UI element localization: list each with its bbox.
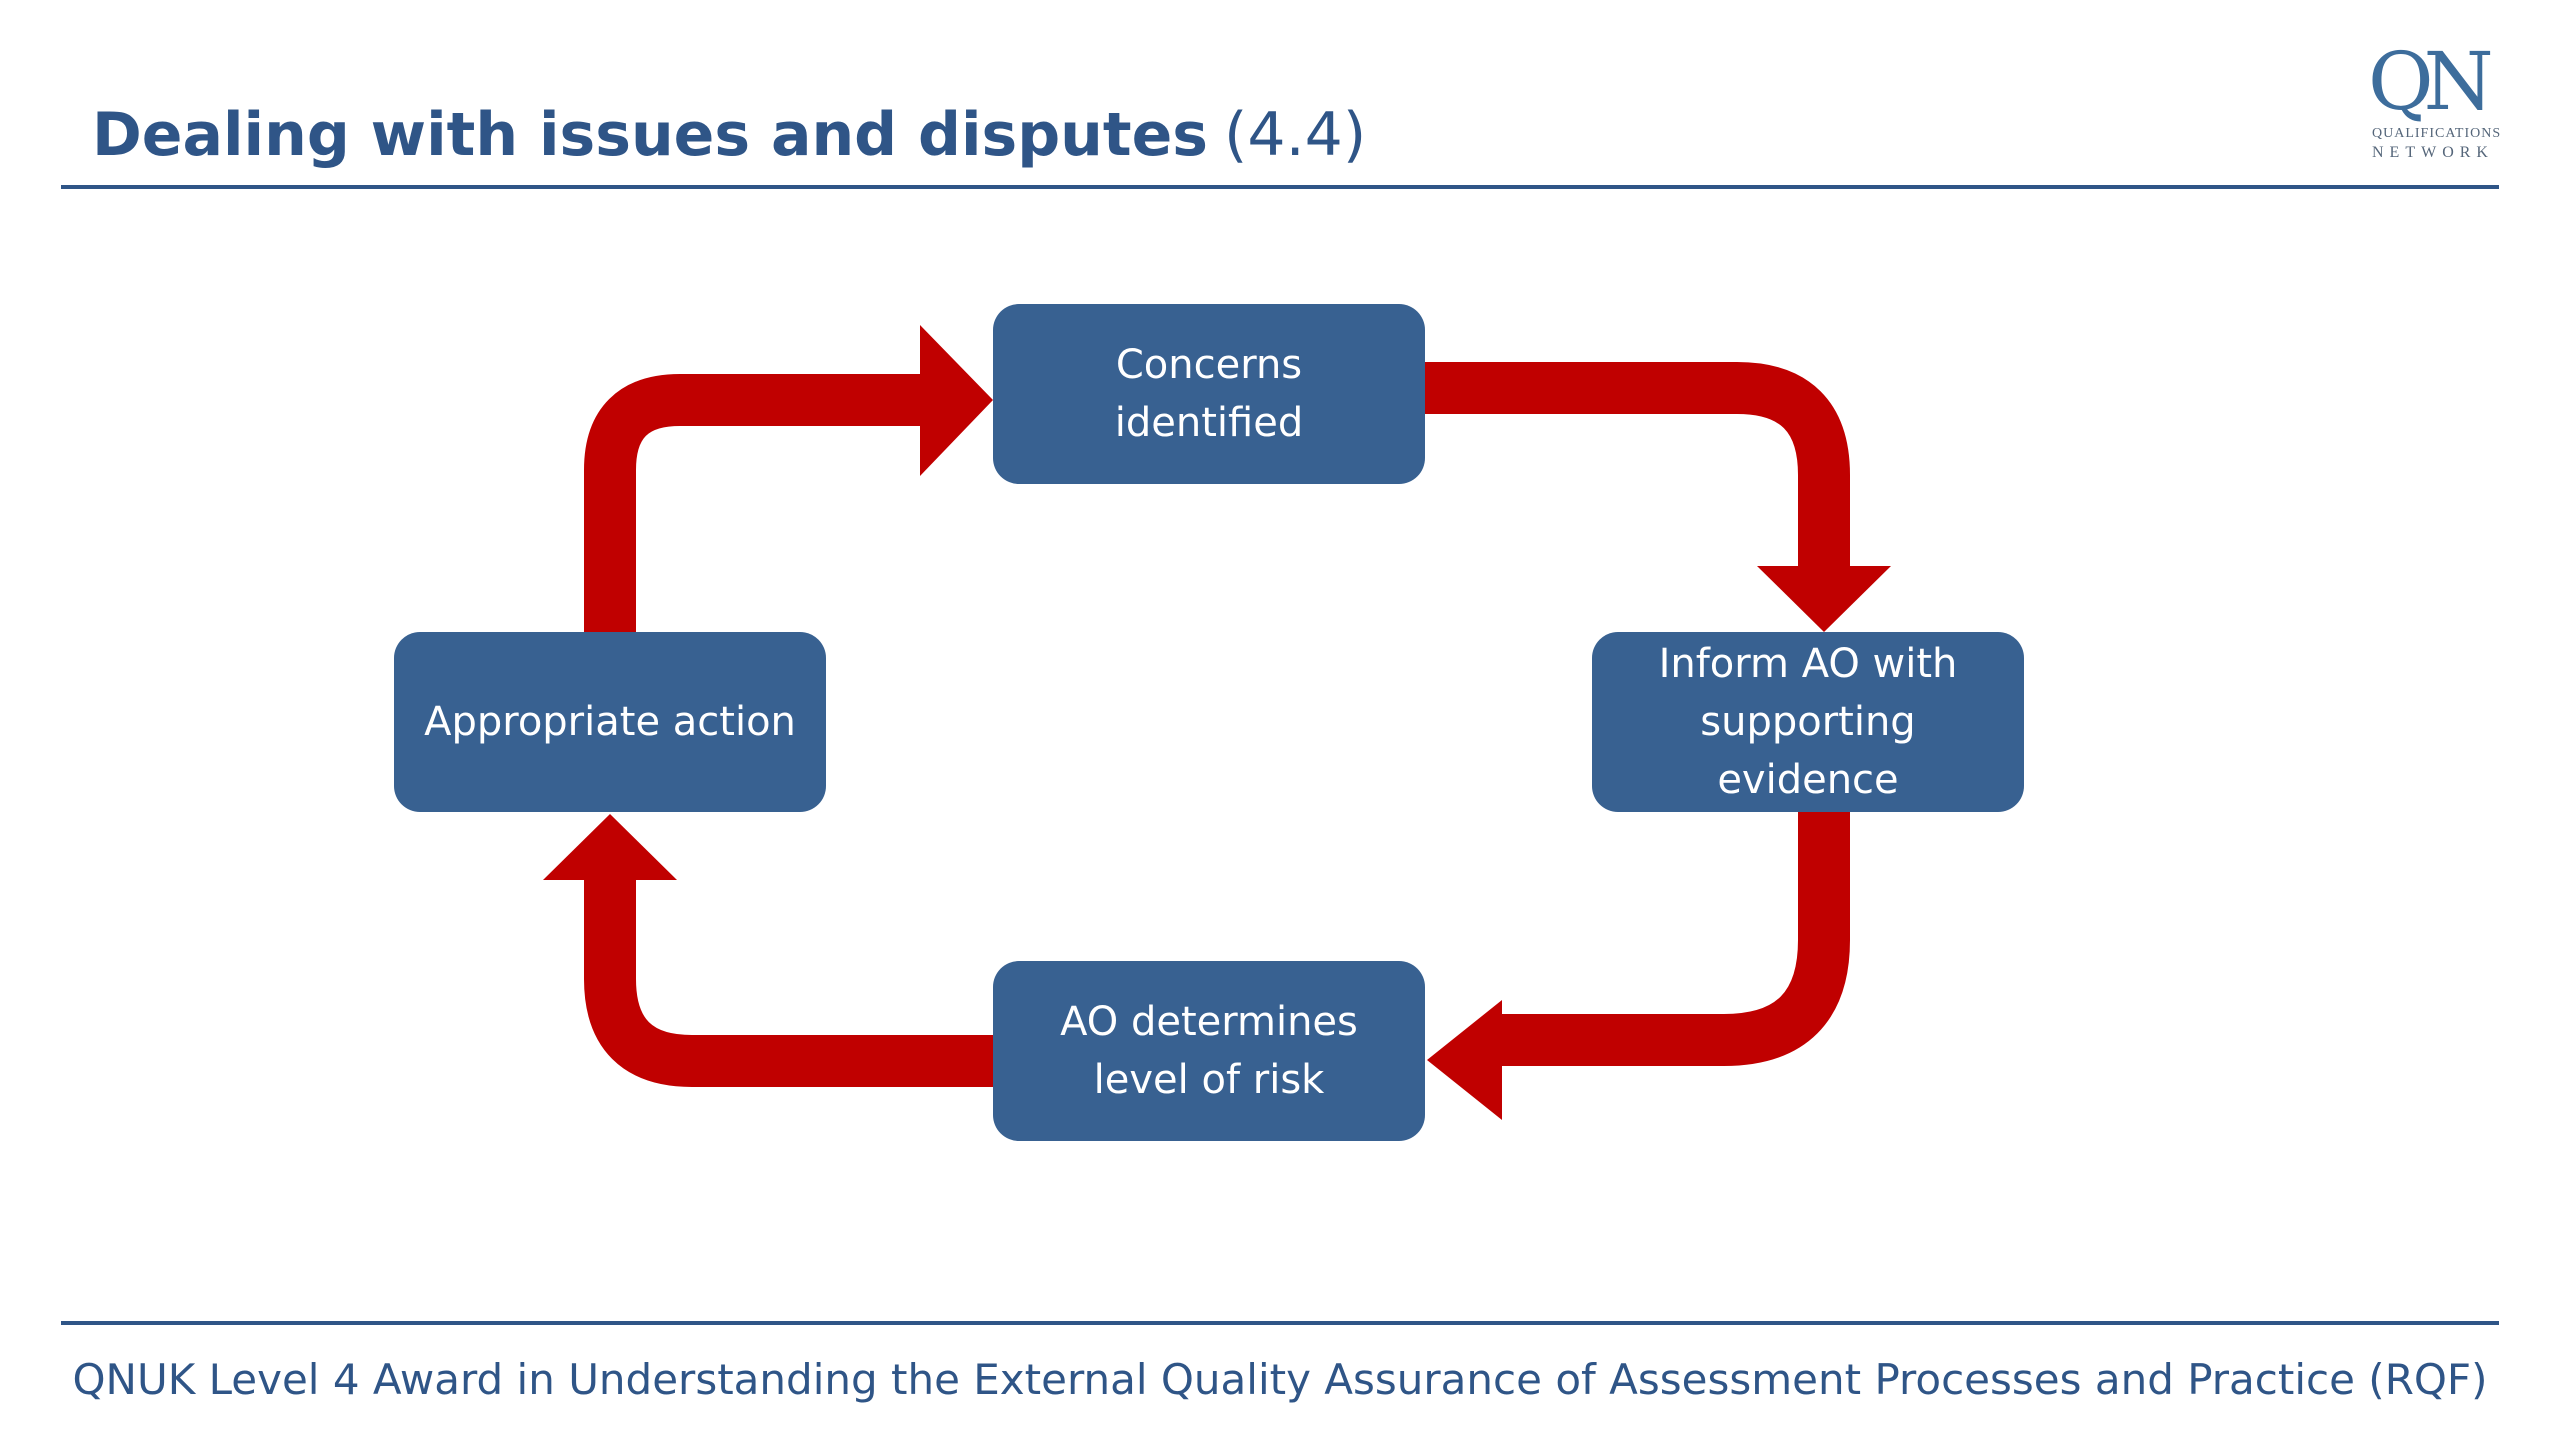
step-concerns-identified-label: Concerns identified xyxy=(1115,336,1303,452)
step-ao-determines-risk-line-2: level of risk xyxy=(1093,1057,1325,1103)
step-concerns-identified-line-1: Concerns xyxy=(1115,342,1303,388)
footer-divider xyxy=(61,1321,2499,1325)
arrow-risk-to-action-shaft xyxy=(584,873,993,1087)
qualifications-network-logo: QN QUALIFICATIONS NETWORK xyxy=(2360,38,2520,168)
step-inform-ao-line-2: supporting xyxy=(1700,699,1916,745)
arrow-risk-to-action-head xyxy=(543,814,677,880)
title-section-number: (4.4) xyxy=(1223,100,1367,170)
logo-text-line1: QUALIFICATIONS xyxy=(2372,126,2502,141)
step-ao-determines-risk-label: AO determines level of risk xyxy=(1060,993,1358,1109)
logo-mark: QN xyxy=(2368,35,2494,128)
page-title: Dealing with issues and disputes(4.4) xyxy=(92,95,1366,175)
step-inform-ao: Inform AO with supporting evidence xyxy=(1592,632,2024,812)
course-footer: QNUK Level 4 Award in Understanding the … xyxy=(72,1355,2488,1404)
arrow-action-to-concerns-head xyxy=(920,325,993,476)
arrow-inform-to-risk-head xyxy=(1427,1000,1502,1120)
step-inform-ao-label: Inform AO with supporting evidence xyxy=(1659,635,1958,809)
arrow-concerns-to-inform-head xyxy=(1757,566,1891,632)
step-appropriate-action: Appropriate action xyxy=(394,632,826,812)
title-main: Dealing with issues and disputes xyxy=(92,100,1208,170)
step-ao-determines-risk-line-1: AO determines xyxy=(1060,999,1358,1045)
header-divider xyxy=(61,185,2499,189)
arrow-concerns-to-inform-shaft xyxy=(1425,362,1850,572)
arrow-inform-to-risk-shaft xyxy=(1500,812,1850,1066)
step-ao-determines-risk: AO determines level of risk xyxy=(993,961,1425,1141)
step-inform-ao-line-1: Inform AO with xyxy=(1658,641,1958,687)
step-concerns-identified-line-2: identified xyxy=(1114,400,1304,446)
step-concerns-identified: Concerns identified xyxy=(993,304,1425,484)
logo-text-line2: NETWORK xyxy=(2372,144,2494,161)
step-appropriate-action-label: Appropriate action xyxy=(424,693,796,751)
step-inform-ao-line-3: evidence xyxy=(1717,757,1899,803)
arrow-action-to-concerns-shaft xyxy=(584,374,925,632)
step-appropriate-action-line-1: Appropriate action xyxy=(424,699,796,745)
